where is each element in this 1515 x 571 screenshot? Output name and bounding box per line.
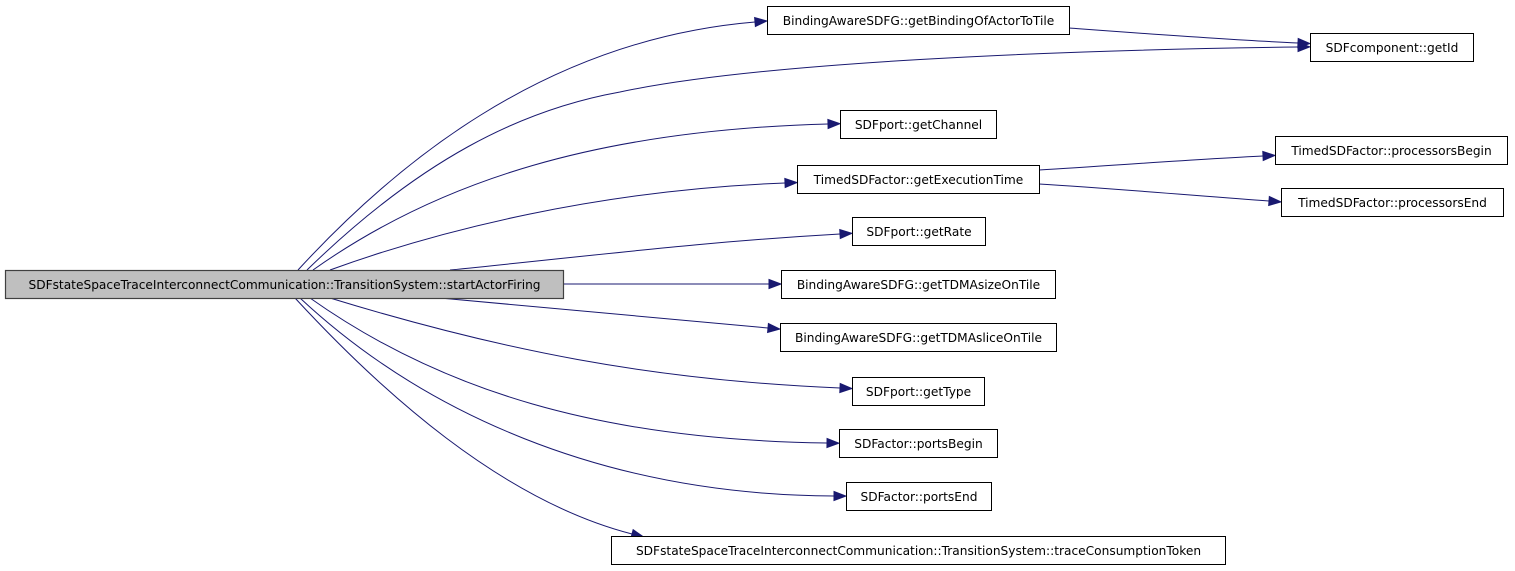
node-box[interactable] [1310, 33, 1474, 62]
node-box[interactable] [797, 165, 1040, 194]
node-box[interactable] [840, 110, 997, 139]
node-label: BindingAwareSDFG::getTDMAsliceOnTile [795, 331, 1042, 345]
node-processorsEnd[interactable]: TimedSDFactor::processorsEnd [1281, 188, 1504, 217]
node-box[interactable] [1275, 136, 1508, 165]
edge-startActorFiring-to-getChannel [312, 118, 842, 271]
edge-line [1038, 155, 1264, 171]
edge-startActorFiring-to-getTDMAsizeOnTile [563, 278, 783, 290]
edge-startActorFiring-to-getBindingOfActorToTile [297, 16, 769, 271]
node-traceConsumptionToken[interactable]: SDFstateSpaceTraceInterconnectCommunicat… [611, 536, 1226, 565]
edge-arrowhead-icon [767, 322, 782, 334]
node-box[interactable] [852, 377, 985, 406]
node-label: SDFstateSpaceTraceInterconnectCommunicat… [636, 544, 1201, 558]
node-label: TimedSDFactor::processorsBegin [1290, 144, 1491, 158]
node-label: BindingAwareSDFG::getTDMAsizeOnTile [797, 278, 1040, 292]
node-box[interactable] [839, 429, 998, 458]
node-label: SDFport::getRate [866, 225, 971, 239]
node-box[interactable] [4, 269, 565, 300]
node-label: BindingAwareSDFG::getBindingOfActorToTil… [783, 14, 1055, 28]
edge-line [299, 297, 835, 497]
node-label: SDFcomponent::getId [1326, 41, 1459, 55]
edge-getExecutionTime-to-processorsBegin [1038, 150, 1277, 171]
edge-line [309, 297, 828, 444]
edge-arrowhead-icon [839, 382, 854, 394]
node-box[interactable] [781, 270, 1056, 299]
node-startActorFiring[interactable]: SDFstateSpaceTraceInterconnectCommunicat… [4, 269, 565, 300]
edge-arrowhead-icon [754, 16, 769, 28]
node-label: TimedSDFactor::processorsEnd [1297, 196, 1487, 210]
edge-line [1038, 183, 1270, 202]
edge-line [329, 182, 786, 271]
edge-arrowhead-icon [784, 177, 799, 189]
edge-startActorFiring-to-portsEnd [299, 297, 848, 502]
edge-getBindingOfActorToTile-to-getId [1068, 27, 1312, 49]
node-getTDMAsizeOnTile[interactable]: BindingAwareSDFG::getTDMAsizeOnTile [781, 270, 1056, 299]
edge-line [312, 123, 829, 271]
node-label: TimedSDFactor::getExecutionTime [813, 173, 1024, 187]
node-getType[interactable]: SDFport::getType [852, 377, 985, 406]
edge-line [449, 233, 841, 271]
node-box[interactable] [852, 217, 986, 246]
edge-arrowhead-icon [833, 490, 848, 502]
node-box[interactable] [611, 536, 1226, 565]
node-box[interactable] [780, 323, 1057, 352]
node-portsEnd[interactable]: SDFactor::portsEnd [846, 482, 992, 511]
node-box[interactable] [846, 482, 992, 511]
node-label: SDFport::getType [866, 385, 971, 399]
nodes-layer: SDFstateSpaceTraceInterconnectCommunicat… [4, 6, 1508, 565]
node-label: SDFactor::portsEnd [861, 490, 978, 504]
node-getId[interactable]: SDFcomponent::getId [1310, 33, 1474, 62]
node-label: SDFstateSpaceTraceInterconnectCommunicat… [28, 278, 540, 292]
node-box[interactable] [767, 6, 1070, 35]
node-getTDMAsliceOnTile[interactable]: BindingAwareSDFG::getTDMAsliceOnTile [780, 323, 1057, 352]
edge-arrowhead-icon [1297, 37, 1312, 49]
edge-startActorFiring-to-getTDMAsliceOnTile [439, 297, 782, 334]
node-box[interactable] [1281, 188, 1504, 217]
edge-arrowhead-icon [1268, 195, 1283, 207]
edge-line [439, 297, 769, 329]
node-getChannel[interactable]: SDFport::getChannel [840, 110, 997, 139]
node-getRate[interactable]: SDFport::getRate [852, 217, 986, 246]
node-label: SDFport::getChannel [855, 118, 982, 132]
node-label: SDFactor::portsBegin [854, 437, 982, 451]
edge-line [1068, 27, 1299, 44]
edge-arrowhead-icon [826, 437, 841, 449]
edge-startActorFiring-to-getRate [449, 228, 854, 271]
edge-line [297, 21, 756, 271]
edge-startActorFiring-to-getExecutionTime [329, 177, 799, 271]
edges-layer [294, 16, 1312, 539]
node-getBindingOfActorToTile[interactable]: BindingAwareSDFG::getBindingOfActorToTil… [767, 6, 1070, 35]
edge-startActorFiring-to-portsBegin [309, 297, 841, 449]
edge-arrowhead-icon [1262, 150, 1277, 162]
node-portsBegin[interactable]: SDFactor::portsBegin [839, 429, 998, 458]
edge-arrowhead-icon [768, 278, 783, 290]
edge-startActorFiring-to-getType [329, 297, 854, 394]
edge-getExecutionTime-to-processorsEnd [1038, 183, 1283, 207]
node-processorsBegin[interactable]: TimedSDFactor::processorsBegin [1275, 136, 1508, 165]
edge-arrowhead-icon [839, 228, 854, 240]
edge-line [329, 297, 841, 389]
node-getExecutionTime[interactable]: TimedSDFactor::getExecutionTime [797, 165, 1040, 194]
edge-arrowhead-icon [827, 118, 842, 130]
edge-line [306, 46, 1299, 271]
edge-line [294, 297, 633, 535]
